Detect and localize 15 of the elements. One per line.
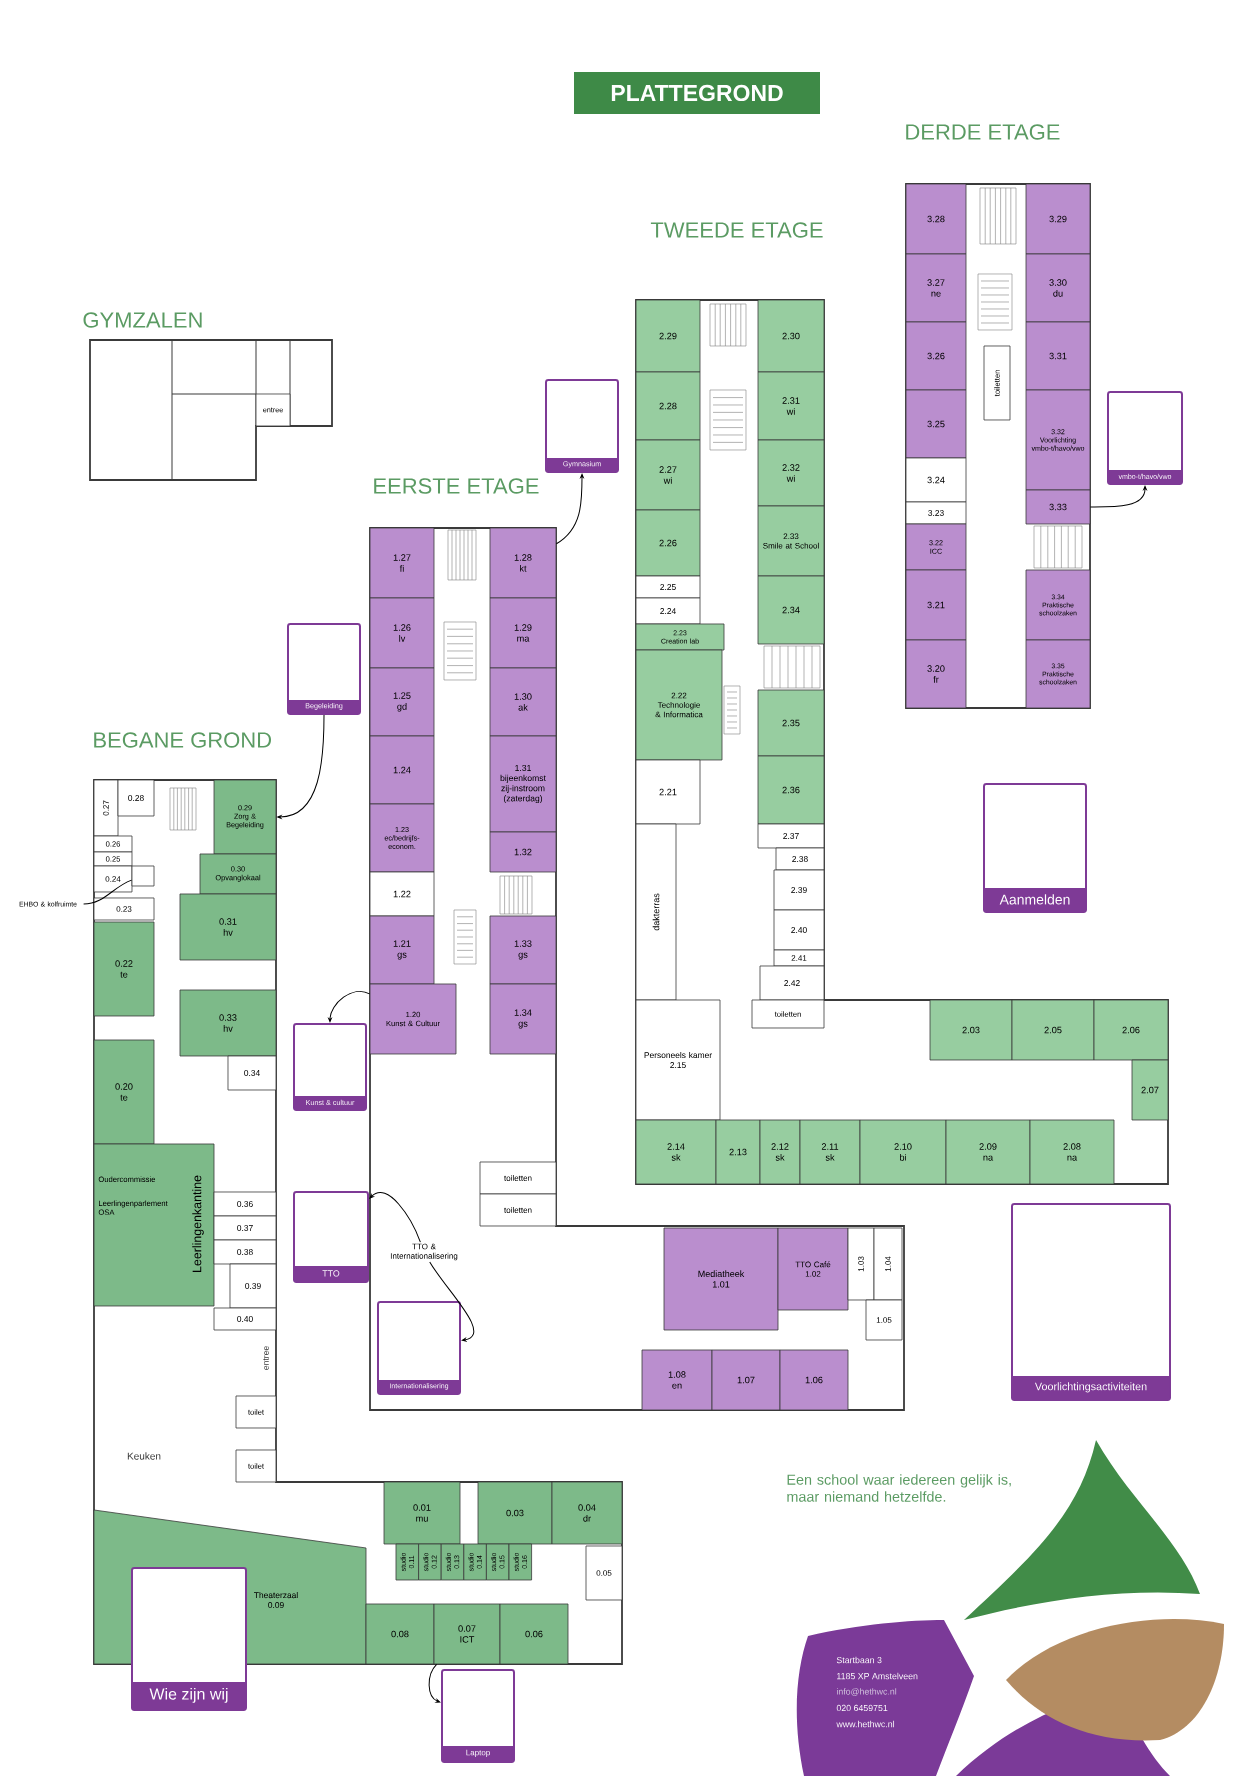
curved-arrow [328, 990, 371, 1023]
floor-heading: TWEEDE ETAGE [650, 222, 823, 238]
curved-arrow [277, 714, 325, 819]
floor-heading: BEGANE GROND [94, 732, 272, 748]
curved-arrow [429, 1261, 475, 1342]
floor-heading: DERDE ETAGE [906, 124, 1060, 140]
curved-arrow [1089, 485, 1147, 508]
floor-heading: GYMZALEN [83, 312, 202, 328]
room-box [131, 865, 155, 887]
curved-arrow [369, 1192, 421, 1243]
floor-heading: EERSTE ETAGE [374, 478, 539, 494]
curved-arrow [428, 1663, 441, 1703]
qr-card: Wie zijn wij [131, 1567, 247, 1711]
curved-arrow [555, 473, 584, 545]
title-banner: PLATTEGROND [574, 72, 820, 114]
